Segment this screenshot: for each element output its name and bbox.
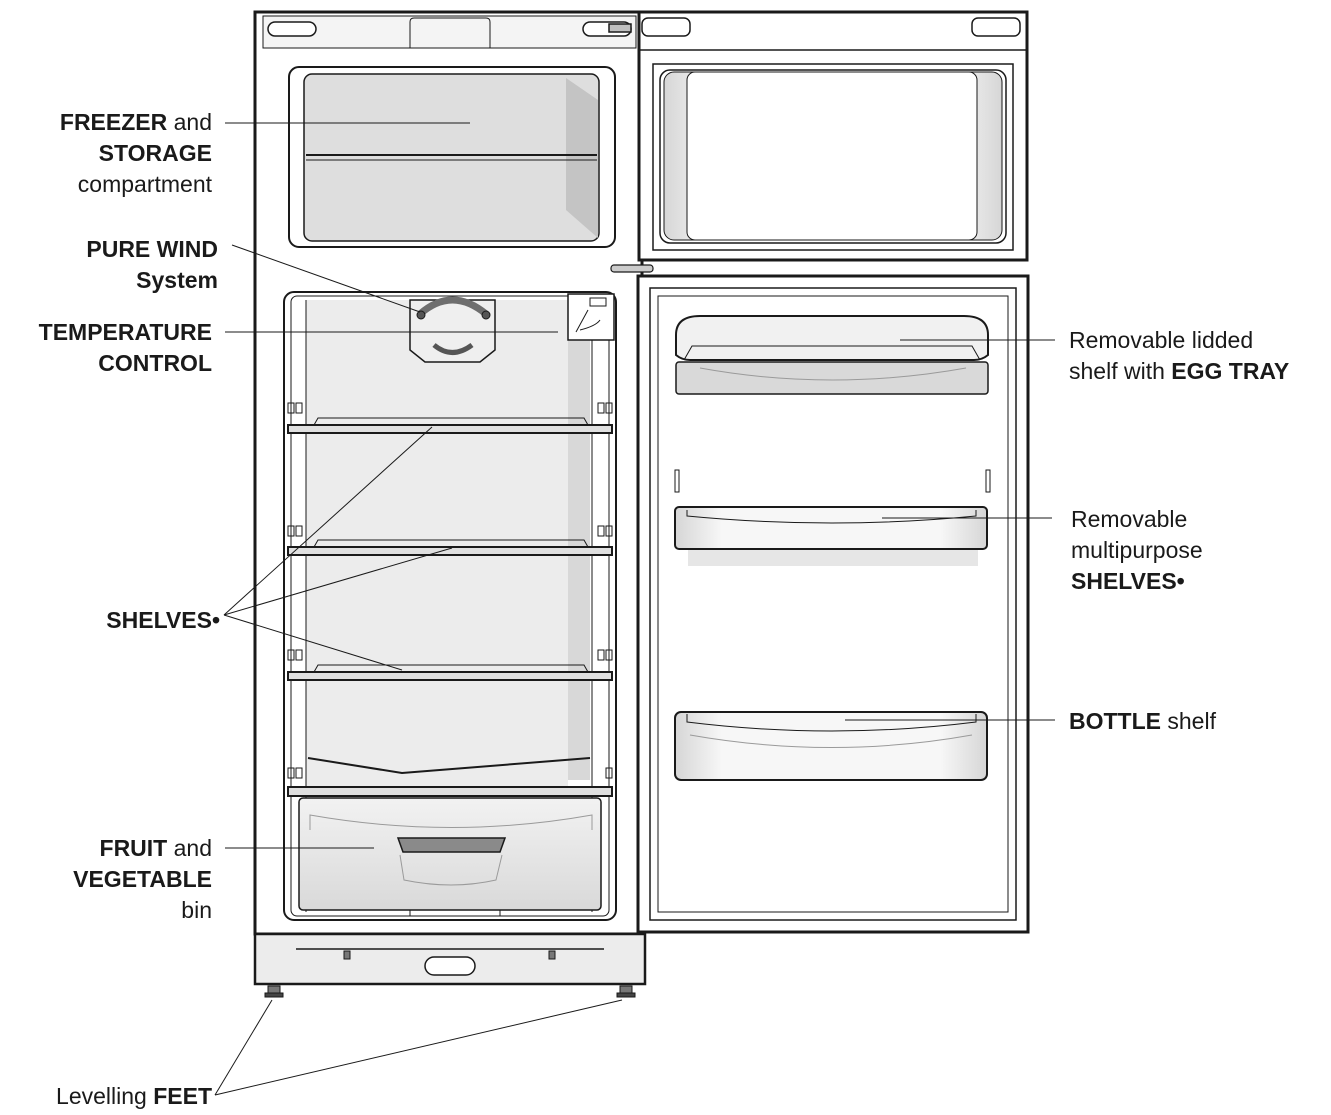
fruit-label-text1: and: [167, 835, 212, 861]
freezer-label-text3: compartment: [77, 171, 212, 197]
eggtray-label-bold2: EGG TRAY: [1171, 358, 1290, 384]
purewind-label: PURE WIND System: [86, 234, 218, 296]
eggtray-label-line1: Removable lidded: [1069, 327, 1254, 353]
temperature-label-bold1: TEMPERATURE: [38, 319, 212, 345]
bottle-label-bold: BOTTLE: [1069, 708, 1161, 734]
doorshelves-label-bold3: SHELVES•: [1071, 568, 1185, 594]
freezer-door: [637, 10, 1029, 262]
fruit-label-bold1: FRUIT: [99, 835, 168, 861]
bottle-label-text: shelf: [1161, 708, 1216, 734]
vegetable-bin: [298, 797, 602, 916]
feet-label: Levelling FEET: [56, 1081, 212, 1112]
door-hinge: [610, 264, 654, 273]
purewind-label-bold1: PURE WIND: [86, 236, 218, 262]
levelling-feet: [264, 985, 636, 998]
freezer-label-text1: and: [167, 109, 212, 135]
feet-label-text: Levelling: [56, 1083, 154, 1109]
leader-lines: [214, 122, 1055, 1096]
egg-tray-shelf: [675, 315, 989, 395]
bottle-shelf: [674, 711, 988, 781]
temperature-label-bold2: CONTROL: [98, 350, 212, 376]
eggtray-label: Removable lidded shelf with EGG TRAY: [1069, 325, 1289, 387]
interior-shelves: [287, 402, 613, 797]
doorshelves-label-line2: multipurpose: [1071, 537, 1203, 563]
fruit-label-bold2: VEGETABLE: [73, 866, 212, 892]
shelves-label: SHELVES•: [106, 605, 220, 636]
shelves-label-bold: SHELVES•: [106, 607, 220, 633]
pure-wind-unit: [409, 296, 496, 363]
bottle-label: BOTTLE shelf: [1069, 706, 1216, 737]
freezer-label-bold1: FREEZER: [59, 109, 168, 135]
base-kickplate: [253, 932, 647, 986]
fruit-label: FRUIT and VEGETABLE bin: [73, 833, 212, 926]
doorshelves-label-line1: Removable: [1071, 506, 1188, 532]
temperature-label: TEMPERATURE CONTROL: [39, 317, 212, 379]
temperature-control-unit: [567, 293, 615, 341]
feet-label-bold: FEET: [153, 1083, 212, 1109]
freezer-compartment: [288, 66, 616, 248]
eggtray-label-text2: shelf with: [1069, 358, 1172, 384]
freezer-label-bold2: STORAGE: [98, 140, 212, 166]
doorshelves-label: Removable multipurpose SHELVES•: [1071, 504, 1203, 597]
door-shelf: [674, 506, 988, 566]
purewind-label-bold2: System: [136, 267, 218, 293]
fruit-label-text3: bin: [181, 897, 212, 923]
freezer-label: FREEZER and STORAGE compartment: [60, 107, 212, 200]
